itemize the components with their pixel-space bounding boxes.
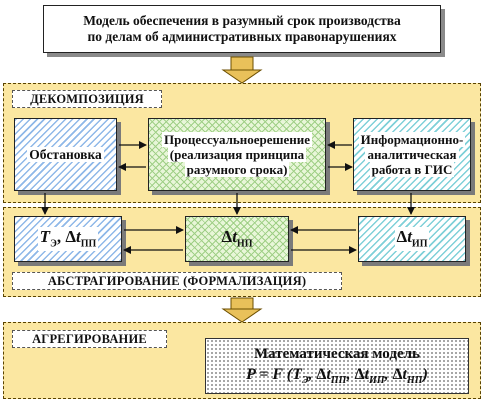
procedural-line3: разумного срока) <box>184 162 290 178</box>
model-title-line2: по делам об административных правонаруше… <box>87 29 397 44</box>
gis-line1: Информационно- <box>358 131 466 147</box>
block-arrow-top <box>221 56 263 84</box>
variable-tnp-label: ΔtНП <box>221 227 253 250</box>
variable-tnp-box: ΔtНП <box>185 216 289 262</box>
gis-line2: аналитическая <box>365 146 459 163</box>
gis-line3: работа в ГИС <box>369 162 455 178</box>
gis-analytics-box: Информационно- аналитическая работа в ГИ… <box>353 118 471 191</box>
situation-label: Обстановка <box>27 146 104 163</box>
aggregation-label: АГРЕГИРОВАНИЕ <box>12 330 167 348</box>
procedural-decision-box: Процессуальноерешение (реализация принци… <box>148 118 326 191</box>
model-title-line1: Модель обеспечения в разумный срок произ… <box>83 13 401 29</box>
model-title-box: Модель обеспечения в разумный срок произ… <box>43 5 441 53</box>
decomposition-label: ДЕКОМПОЗИЦИЯ <box>12 90 162 108</box>
variables-tpp-label: TЭ, ΔtПП <box>37 227 99 251</box>
variable-tip-box: ΔtИП <box>358 216 466 262</box>
variable-tip-label: ΔtИП <box>394 227 430 251</box>
math-model-box: Математическая модель P = F (TЭ, ΔtПП, Δ… <box>205 338 469 394</box>
math-model-title: Математическая модель <box>254 346 420 363</box>
situation-box: Обстановка <box>14 118 117 191</box>
math-model-formula: P = F (TЭ, ΔtПП, ΔtИП, ΔtНП) <box>246 365 428 386</box>
block-arrow-bottom <box>221 297 263 323</box>
variables-tpp-box: TЭ, ΔtПП <box>14 216 122 262</box>
procedural-line1: Процессуальноерешение <box>162 131 312 147</box>
procedural-line2: (реализация принципа <box>167 146 307 163</box>
abstraction-label: АБСТРАГИРОВАНИЕ (ФОРМАЛИЗАЦИЯ) <box>12 272 342 290</box>
